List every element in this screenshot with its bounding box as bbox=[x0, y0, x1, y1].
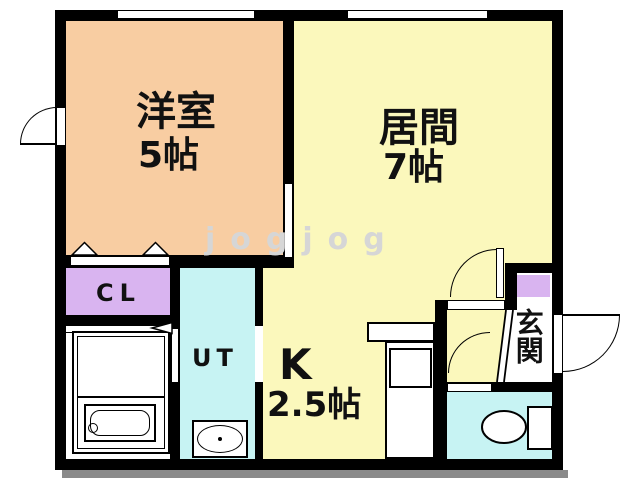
living-room-size: 7帖 bbox=[383, 147, 445, 188]
living-room-name: 居間 bbox=[379, 105, 459, 151]
wall-closet-bottom bbox=[55, 315, 178, 325]
kitchen-counter-icon bbox=[367, 322, 435, 342]
building-shadow bbox=[62, 470, 568, 478]
closet bbox=[66, 267, 170, 315]
closet-label: CL bbox=[96, 279, 141, 307]
door-swing-arc-icon bbox=[20, 107, 57, 144]
entrance-door-leaf bbox=[563, 314, 620, 316]
window-icon bbox=[347, 10, 488, 19]
entrance-label: 玄関 bbox=[511, 308, 545, 364]
bathroom-utility-door bbox=[171, 328, 179, 383]
wall-bath-right bbox=[170, 325, 180, 459]
door-swing-arc-icon bbox=[448, 332, 490, 373]
entrance-step-line bbox=[496, 309, 507, 383]
wall-bottom bbox=[55, 459, 563, 470]
shoe-cabinet bbox=[517, 275, 550, 297]
washbasin-dot bbox=[218, 437, 222, 441]
sliding-door-icon bbox=[284, 183, 293, 258]
kitchen-size: 2.5帖 bbox=[267, 385, 362, 425]
wall-entrance-stub bbox=[505, 263, 517, 310]
western-room-name: 洋室 bbox=[136, 89, 216, 135]
utility-label: UT bbox=[192, 344, 238, 372]
bath-unit-inner bbox=[77, 336, 165, 449]
living-hall-door-leaf bbox=[496, 248, 504, 298]
toilet-threshold bbox=[447, 383, 492, 392]
wall-top bbox=[55, 10, 563, 21]
western-room-size: 5帖 bbox=[138, 135, 200, 176]
kitchen-name: K bbox=[279, 340, 312, 389]
entrance-door-jamb bbox=[553, 314, 563, 374]
bathtub-inner bbox=[90, 410, 150, 436]
bath-drain-icon bbox=[88, 423, 98, 433]
wall-closet-right bbox=[170, 255, 180, 325]
western-room bbox=[66, 21, 283, 255]
toilet-room bbox=[447, 392, 552, 459]
watermark: jogjog bbox=[205, 222, 400, 257]
bath-divider bbox=[78, 396, 164, 398]
window-icon bbox=[117, 10, 255, 19]
kitchen bbox=[263, 268, 294, 459]
utility-kitchen-opening bbox=[255, 325, 263, 383]
wall-living-entrance bbox=[508, 263, 563, 273]
western-exterior-door-leaf bbox=[20, 143, 57, 145]
wall-kitchen-hall bbox=[435, 300, 447, 459]
closet-sliding-door bbox=[70, 256, 170, 266]
wall-right bbox=[552, 10, 563, 470]
washbasin-icon bbox=[197, 425, 243, 453]
kitchen-sink-icon bbox=[389, 348, 432, 388]
western-exterior-door-jamb bbox=[56, 107, 66, 146]
door-swing-arc-icon bbox=[563, 315, 620, 372]
living-hall-threshold bbox=[447, 300, 505, 310]
wall-entrance-toilet bbox=[435, 382, 563, 392]
wall-left bbox=[55, 10, 66, 470]
wall-western-living bbox=[283, 10, 294, 268]
